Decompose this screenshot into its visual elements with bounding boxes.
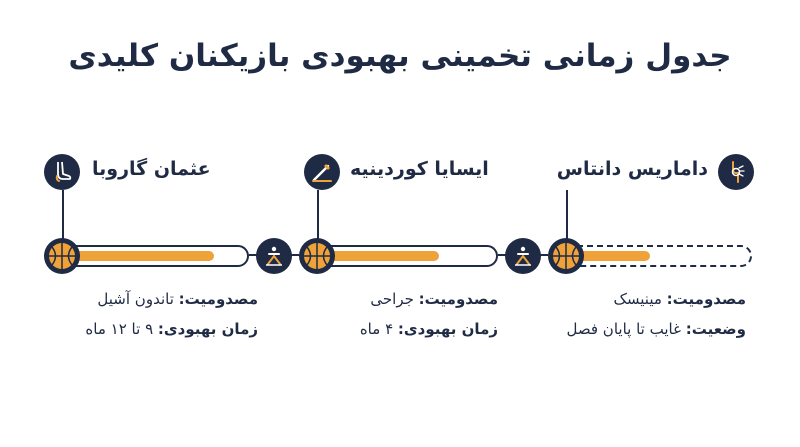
rehab-exercise-icon bbox=[256, 238, 292, 274]
player-name: عثمان گاروبا bbox=[92, 158, 211, 180]
player-name: داماریس دانتاس bbox=[556, 158, 708, 180]
row-value: جراحی bbox=[370, 290, 414, 308]
row-value: غایب تا پایان فصل bbox=[566, 320, 681, 338]
recovery-row: زمان بهبودی: ۹ تا ۱۲ ماه bbox=[18, 314, 258, 344]
status-row: وضعیت: غایب تا پایان فصل bbox=[506, 314, 747, 344]
row-value: تاندون آشیل bbox=[97, 290, 174, 308]
row-label: وضعیت: bbox=[685, 320, 746, 338]
surgery-scalpel-icon bbox=[304, 154, 340, 190]
player-osman-header: عثمان گاروبا bbox=[44, 154, 274, 190]
injury-row: مصدومیت: مینیسک bbox=[506, 284, 746, 314]
row-label: مصدومیت: bbox=[418, 290, 498, 308]
player-info-isaiah: مصدومیت: جراحی زمان بهبودی: ۴ ماه bbox=[258, 284, 498, 344]
connector-stem bbox=[317, 190, 319, 242]
injury-row: مصدومیت: تاندون آشیل bbox=[18, 284, 258, 314]
row-label: زمان بهبودی: bbox=[157, 320, 258, 338]
row-label: مصدومیت: bbox=[666, 290, 746, 308]
basketball-icon bbox=[299, 238, 335, 274]
rehab-exercise-icon bbox=[505, 238, 541, 274]
recovery-progress-fill bbox=[64, 251, 215, 261]
recovery-progress-fill bbox=[319, 251, 440, 261]
player-name: ایسایا کوردینیه bbox=[350, 158, 489, 180]
basketball-icon bbox=[548, 238, 584, 274]
basketball-icon bbox=[44, 238, 80, 274]
row-label: زمان بهبودی: bbox=[397, 320, 498, 338]
recovery-track-damaris bbox=[566, 245, 752, 267]
injury-row: مصدومیت: جراحی bbox=[258, 284, 498, 314]
row-value: مینیسک bbox=[613, 290, 662, 308]
row-value: ۴ ماه bbox=[359, 320, 394, 338]
connector-stem bbox=[62, 190, 64, 242]
recovery-track-isaiah bbox=[317, 245, 498, 267]
recovery-row: زمان بهبودی: ۴ ماه bbox=[258, 314, 498, 344]
foot-achilles-icon bbox=[44, 154, 80, 190]
recovery-progress-fill bbox=[568, 251, 650, 261]
row-value: ۹ تا ۱۲ ماه bbox=[85, 320, 154, 338]
page-title: جدول زمانی تخمینی بهبودی بازیکنان کلیدی bbox=[68, 38, 732, 74]
recovery-track-osman bbox=[62, 245, 249, 267]
player-info-osman: مصدومیت: تاندون آشیل زمان بهبودی: ۹ تا ۱… bbox=[18, 284, 258, 344]
row-label: مصدومیت: bbox=[178, 290, 258, 308]
connector-stem bbox=[566, 190, 568, 242]
knee-injury-icon bbox=[718, 154, 754, 190]
player-damaris-header: داماریس دانتاس bbox=[524, 154, 754, 190]
player-isaiah-header: ایسایا کوردینیه bbox=[274, 154, 504, 190]
player-info-damaris: مصدومیت: مینیسک وضعیت: غایب تا پایان فصل bbox=[506, 284, 747, 344]
